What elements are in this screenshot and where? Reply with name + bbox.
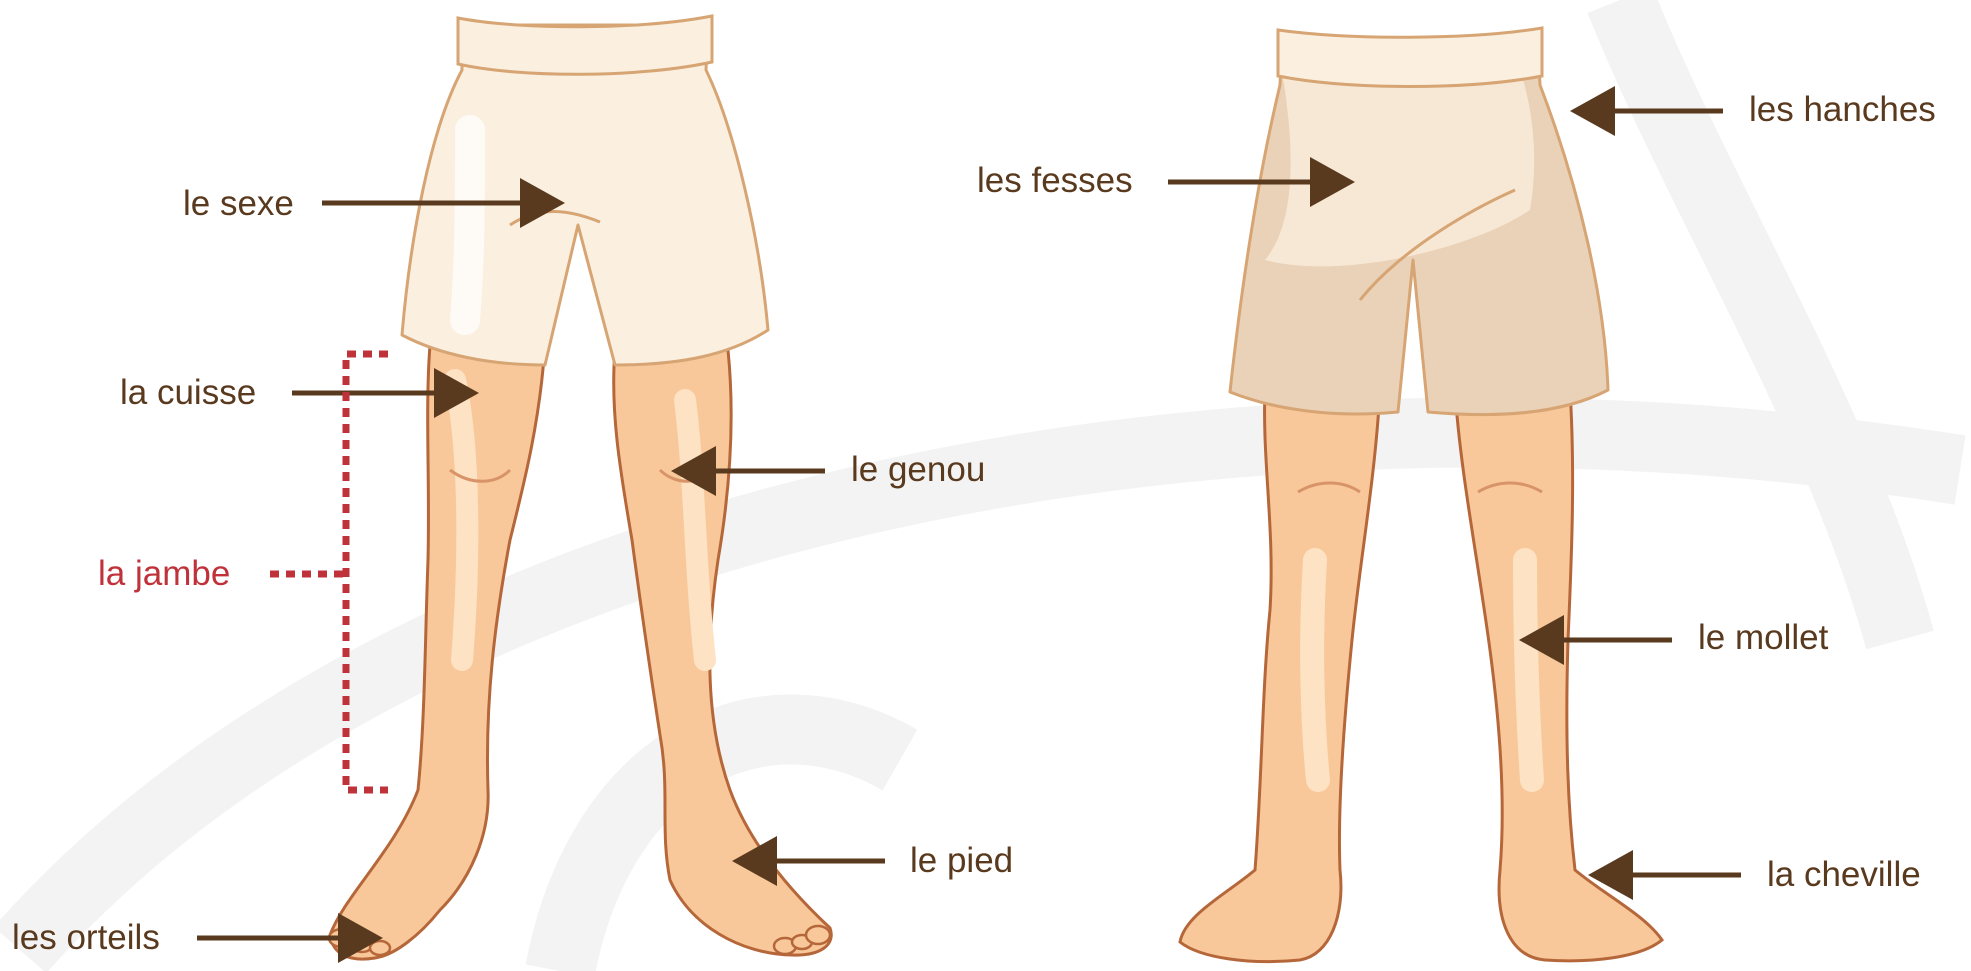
label-la-cheville: la cheville bbox=[1767, 857, 1921, 892]
front-view bbox=[329, 16, 831, 959]
label-le-genou: le genou bbox=[851, 452, 985, 487]
label-les-orteils: les orteils bbox=[12, 920, 160, 955]
label-la-jambe: la jambe bbox=[98, 556, 230, 591]
label-les-hanches: les hanches bbox=[1749, 92, 1936, 127]
label-les-fesses: les fesses bbox=[977, 163, 1133, 198]
label-la-cuisse: la cuisse bbox=[120, 375, 256, 410]
label-le-sexe: le sexe bbox=[183, 186, 294, 221]
background-watermark bbox=[20, 0, 1960, 971]
back-view bbox=[1180, 28, 1662, 962]
front-right-leg bbox=[614, 350, 832, 955]
label-le-pied: le pied bbox=[910, 843, 1013, 878]
label-le-mollet: le mollet bbox=[1698, 620, 1828, 655]
